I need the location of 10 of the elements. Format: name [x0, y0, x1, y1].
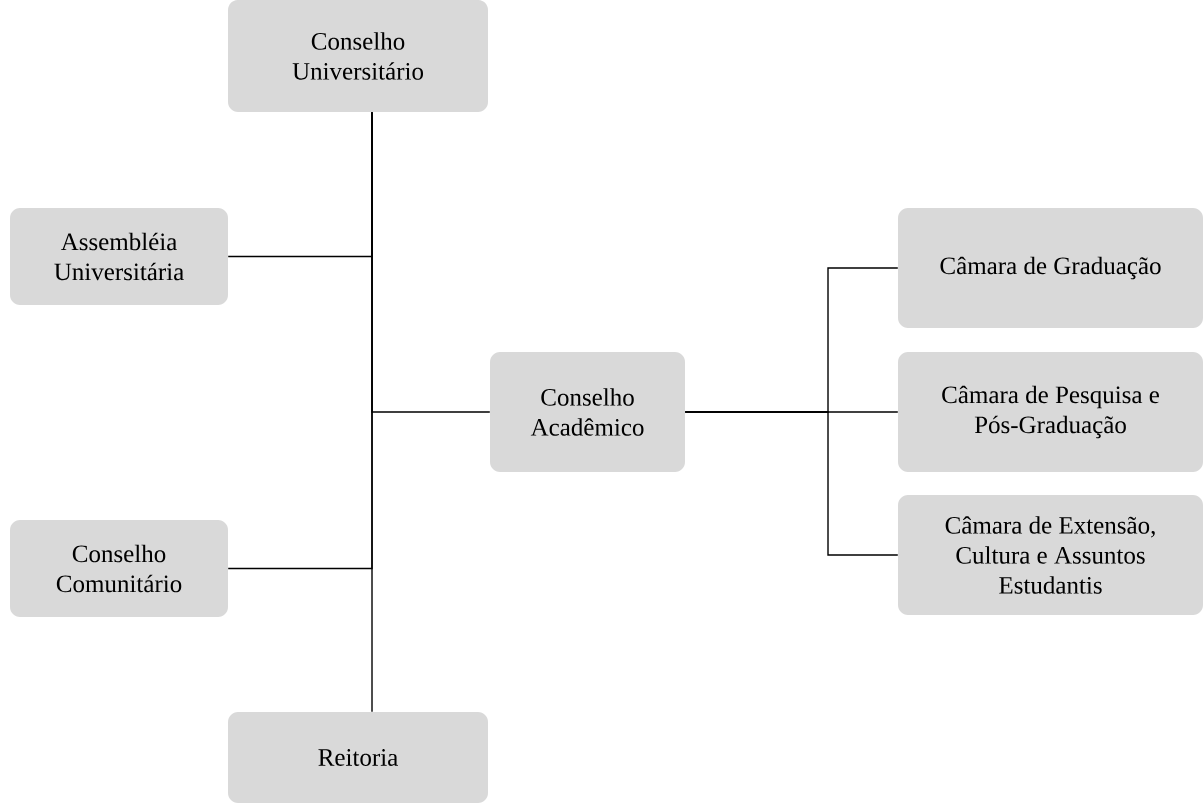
org-box: Conselho Comunitário — [10, 520, 228, 617]
connector-line — [684, 411, 899, 556]
org-box: Conselho Acadêmico — [490, 352, 685, 472]
org-box: Câmara de Pesquisa e Pós-Graduação — [898, 352, 1203, 472]
org-box: Reitoria — [228, 712, 488, 803]
org-box: Assembléia Universitária — [10, 208, 228, 305]
org-box: Câmara de Extensão, Cultura e Assuntos Estudantis — [898, 495, 1203, 615]
connector-line — [371, 111, 373, 713]
org-box: Conselho Universitário — [228, 0, 488, 112]
org-box: Câmara de Graduação — [898, 208, 1203, 328]
